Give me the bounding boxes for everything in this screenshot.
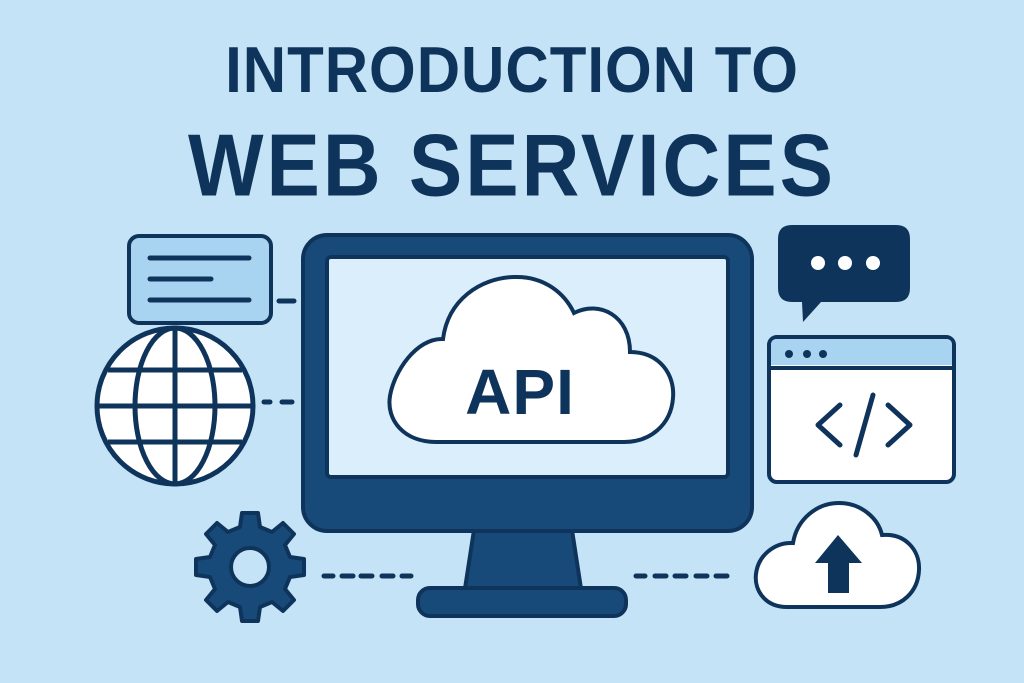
chat-bubble-icon	[778, 225, 910, 322]
globe-icon	[94, 325, 256, 487]
title-line-1: INTRODUCTION TO	[225, 33, 799, 107]
title-line-2: WEB SERVICES	[188, 116, 836, 215]
cloud-upload-icon	[753, 500, 922, 609]
gear-icon	[194, 511, 306, 623]
document-card-icon	[127, 234, 273, 325]
api-label: API	[465, 356, 575, 428]
code-window-icon	[767, 335, 956, 484]
cloud-icon	[387, 274, 676, 444]
